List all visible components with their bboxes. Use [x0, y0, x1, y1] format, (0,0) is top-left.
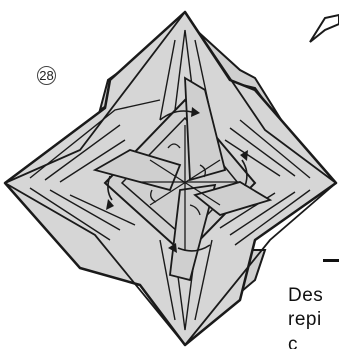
previous-step-fragment	[310, 15, 339, 42]
caption-line-1: Des	[288, 285, 323, 307]
caption-dash	[323, 259, 339, 262]
step-number-label: 28	[37, 66, 56, 85]
caption-line-3: c	[288, 334, 298, 349]
caption-line-2: repi	[288, 309, 322, 331]
